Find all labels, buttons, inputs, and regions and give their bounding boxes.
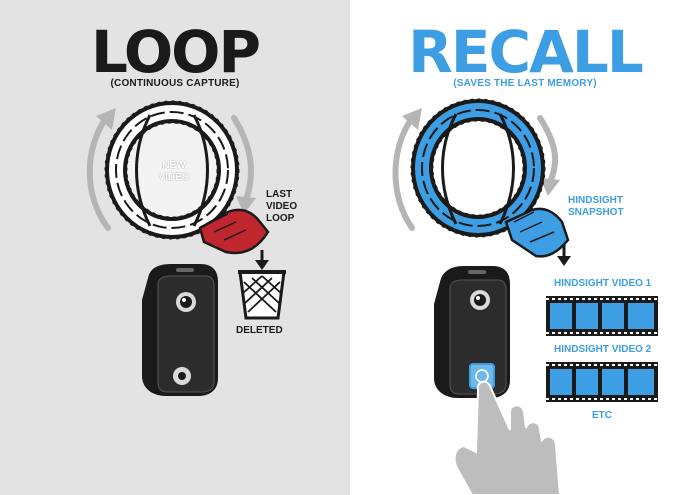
hindsight-video-2-film-icon <box>546 362 658 402</box>
hindsight-snapshot-line-1: HINDSIGHT <box>568 195 623 206</box>
blue-film-loop-icon <box>410 98 546 238</box>
last-video-loop-label: LAST VIDEO LOOP <box>266 189 297 225</box>
recall-illustration <box>392 98 658 495</box>
rotate-arrow-left-head-icon <box>402 108 422 130</box>
rotate-arrow-right-icon <box>231 115 254 203</box>
etc-label: ETC <box>592 410 612 421</box>
hindsight-snapshot-film-icon <box>504 207 570 258</box>
camera-device-icon <box>142 264 218 396</box>
camera-device-icon <box>434 266 510 398</box>
last-video-loop-line-1: LAST <box>266 189 293 200</box>
loop-title: LOOP <box>90 18 261 86</box>
last-loop-film-icon <box>198 208 270 255</box>
new-video-line-1: NEW <box>162 160 186 171</box>
new-video-label: NEW VIDEO <box>149 160 199 184</box>
rotate-arrow-right-head-icon <box>236 196 256 214</box>
recall-panel: RECALL (SAVES THE LAST MEMORY) <box>350 0 700 495</box>
down-arrow-icon <box>255 260 269 270</box>
last-video-loop-line-3: LOOP <box>266 213 295 224</box>
last-video-loop-line-2: VIDEO <box>266 201 298 212</box>
rotate-arrow-left-head-icon <box>96 108 116 130</box>
loop-illustration <box>86 100 286 396</box>
rotate-arrow-right-head-icon <box>540 178 560 196</box>
recall-title: RECALL <box>408 18 644 86</box>
loop-subtitle: (CONTINUOUS CAPTURE) <box>110 78 240 89</box>
hindsight-snapshot-line-2: SNAPSHOT <box>568 207 624 218</box>
rotate-arrow-right-icon <box>537 115 559 185</box>
recall-subtitle: (SAVES THE LAST MEMORY) <box>453 78 597 89</box>
hindsight-video-1-label: HINDSIGHT VIDEO 1 <box>554 278 652 289</box>
hindsight-video-2-label: HINDSIGHT VIDEO 2 <box>554 344 652 355</box>
deleted-label: DELETED <box>236 325 283 336</box>
rotate-arrow-left-icon <box>86 115 111 231</box>
down-arrow-icon <box>557 256 571 266</box>
trash-can-icon <box>238 270 286 320</box>
loop-panel: LOOP (CONTINUOUS CAPTURE) <box>0 0 350 495</box>
pointing-hand-icon <box>453 380 562 495</box>
rotate-arrow-left-icon <box>392 115 415 231</box>
hindsight-snapshot-label: HINDSIGHT SNAPSHOT <box>568 195 624 219</box>
film-loop-icon <box>104 100 240 240</box>
hindsight-video-1-film-icon <box>546 296 658 336</box>
new-video-line-2: VIDEO <box>158 172 190 183</box>
